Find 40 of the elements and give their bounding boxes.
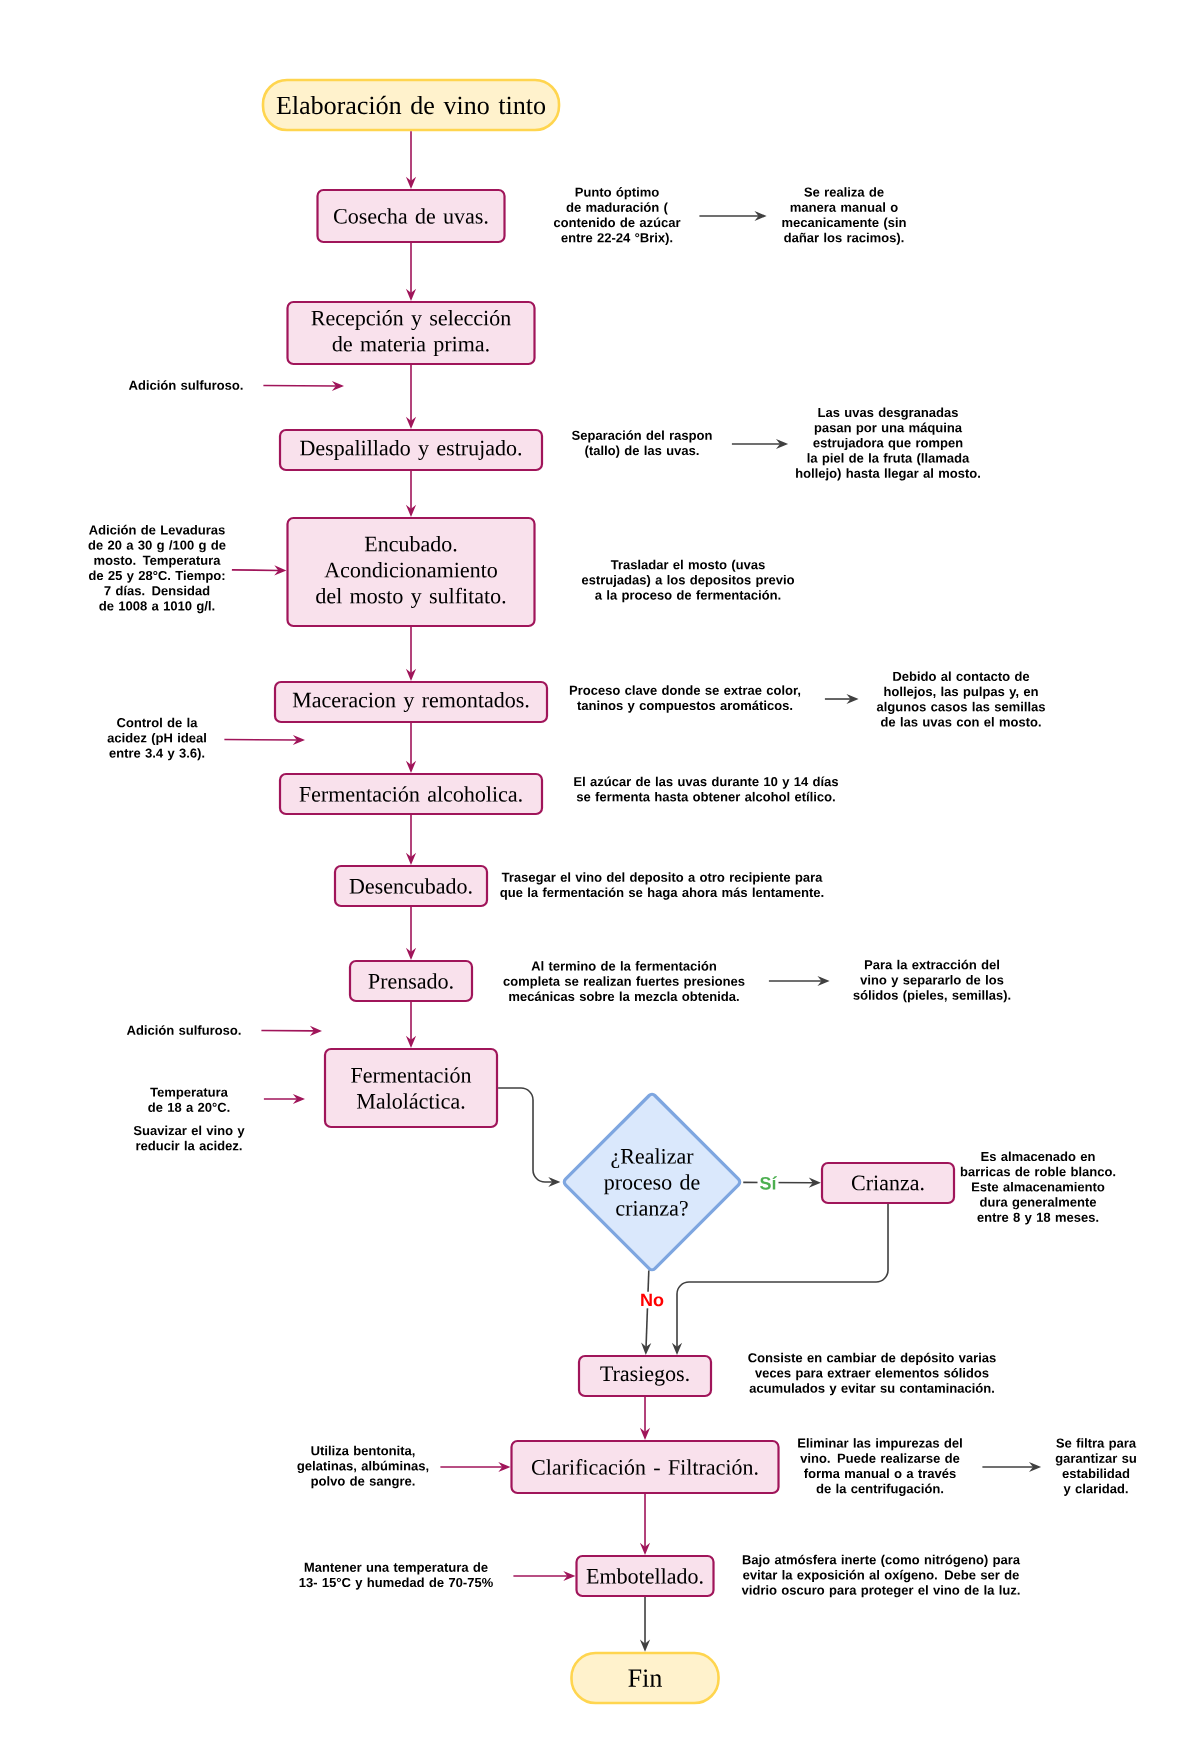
process-box: Clarificación - Filtración. <box>510 1439 780 1495</box>
description-text: Trasegar el vino del deposito a otro recipiente para que la fermentación se haga ahora más lentamente. <box>500 872 824 900</box>
process-box: Despalillado y estrujado. <box>278 428 544 472</box>
note-text: Mantener una temperatura de 13- 15°C y humedad de 70-75% <box>299 1562 493 1590</box>
process-box: Desencubado. <box>333 864 489 908</box>
note-text: Adición sulfuroso. <box>126 1025 241 1035</box>
terminator-box: Fin <box>570 1651 720 1705</box>
process-box: Cosecha de uvas. <box>316 188 506 244</box>
process-box: Fermentación Maloláctica. <box>323 1047 499 1129</box>
note-text: Separación del raspon (tallo) de las uvas. <box>571 430 712 458</box>
note-text: Se filtra para garantizar su estabilidad y claridad. <box>1055 1438 1137 1496</box>
process-box: Embotellado. <box>575 1554 715 1598</box>
note-text: Utiliza bentonita, gelatinas, albúminas, polvo de sangre. <box>297 1445 429 1489</box>
note-text: Adición sulfuroso. <box>128 380 243 390</box>
description-text: Trasladar el mosto (uvas estrujadas) a los depositos previo a la proceso de fermentación. <box>581 559 795 603</box>
terminator-box: Elaboración de vino tinto <box>261 78 561 132</box>
process-box: Prensado. <box>348 959 474 1003</box>
description-text: El azúcar de las uvas durante 10 y 14 días se fermenta hasta obtener alcohol etílico. <box>574 776 838 802</box>
note-text: Adición de Levaduras de 20 a 30 g /100 g de mosto. Temperatura de 25 y 28°C. Tiempo: 7 días. Densidad de 1008 a 1010 g/l. <box>88 524 226 614</box>
process-box: Maceracion y remontados. <box>273 680 549 724</box>
note-text: Temperatura de 18 a 20°C. Suavizar el vino y reducir la acidez. <box>133 1087 245 1151</box>
note-text: Debido al contacto de hollejos, las pulpas y, en algunos casos las semillas de las uvas con el mosto. <box>876 671 1045 727</box>
edge-label: No <box>638 1291 666 1309</box>
note-text: Eliminar las impurezas del vino. Puede realizarse de forma manual o a través de la centrifugación. <box>798 1438 962 1496</box>
note-text: Se realiza de manera manual o mecanicamente (sin dañar los racimos). <box>782 187 906 245</box>
description-text: Bajo atmósfera inerte (como nitrógeno) para evitar la exposición al oxígeno. Debe ser de vidrio oscuro para proteger el vino de la luz. <box>741 1554 1021 1598</box>
edge-label: Sí <box>757 1174 779 1192</box>
process-box: Encubado. Acondicionamiento del mosto y sulfitato. <box>286 516 536 628</box>
note-text: Las uvas desgranadas pasan por una máquina estrujadora que rompen la piel de la fruta (llamada hollejo) hasta llegar al mosto. <box>796 407 980 481</box>
note-text: Punto óptimo de maduración ( contenido de azúcar entre 22-24 °Brix). <box>553 187 681 245</box>
note-text: Para la extracción del vino y separarlo de los sólidos (pieles, semillas). <box>853 959 1011 1003</box>
description-text: Consiste en cambiar de depósito varias veces para extraer elementos sólidos acumulados y evitar su contaminación. <box>748 1352 996 1396</box>
process-box: Fermentación alcoholica. <box>278 772 544 816</box>
description-text: Es almacenado en barricas de roble blanco. Este almacenamiento dura generalmente entre 8 y 18 meses. <box>960 1151 1116 1225</box>
note-text: Proceso clave donde se extrae color, taninos y compuestos aromáticos. <box>569 685 801 713</box>
note-text: Control de la acidez (pH ideal entre 3.4 y 3.6). <box>107 717 206 761</box>
process-box: Crianza. <box>820 1161 956 1205</box>
process-box: Recepción y selección de materia prima. <box>286 300 536 366</box>
note-text: Al termino de la fermentación completa se realizan fuertes presiones mecánicas sobre la mezcla obtenida. <box>503 961 745 1002</box>
process-box: Trasiegos. <box>577 1354 713 1398</box>
